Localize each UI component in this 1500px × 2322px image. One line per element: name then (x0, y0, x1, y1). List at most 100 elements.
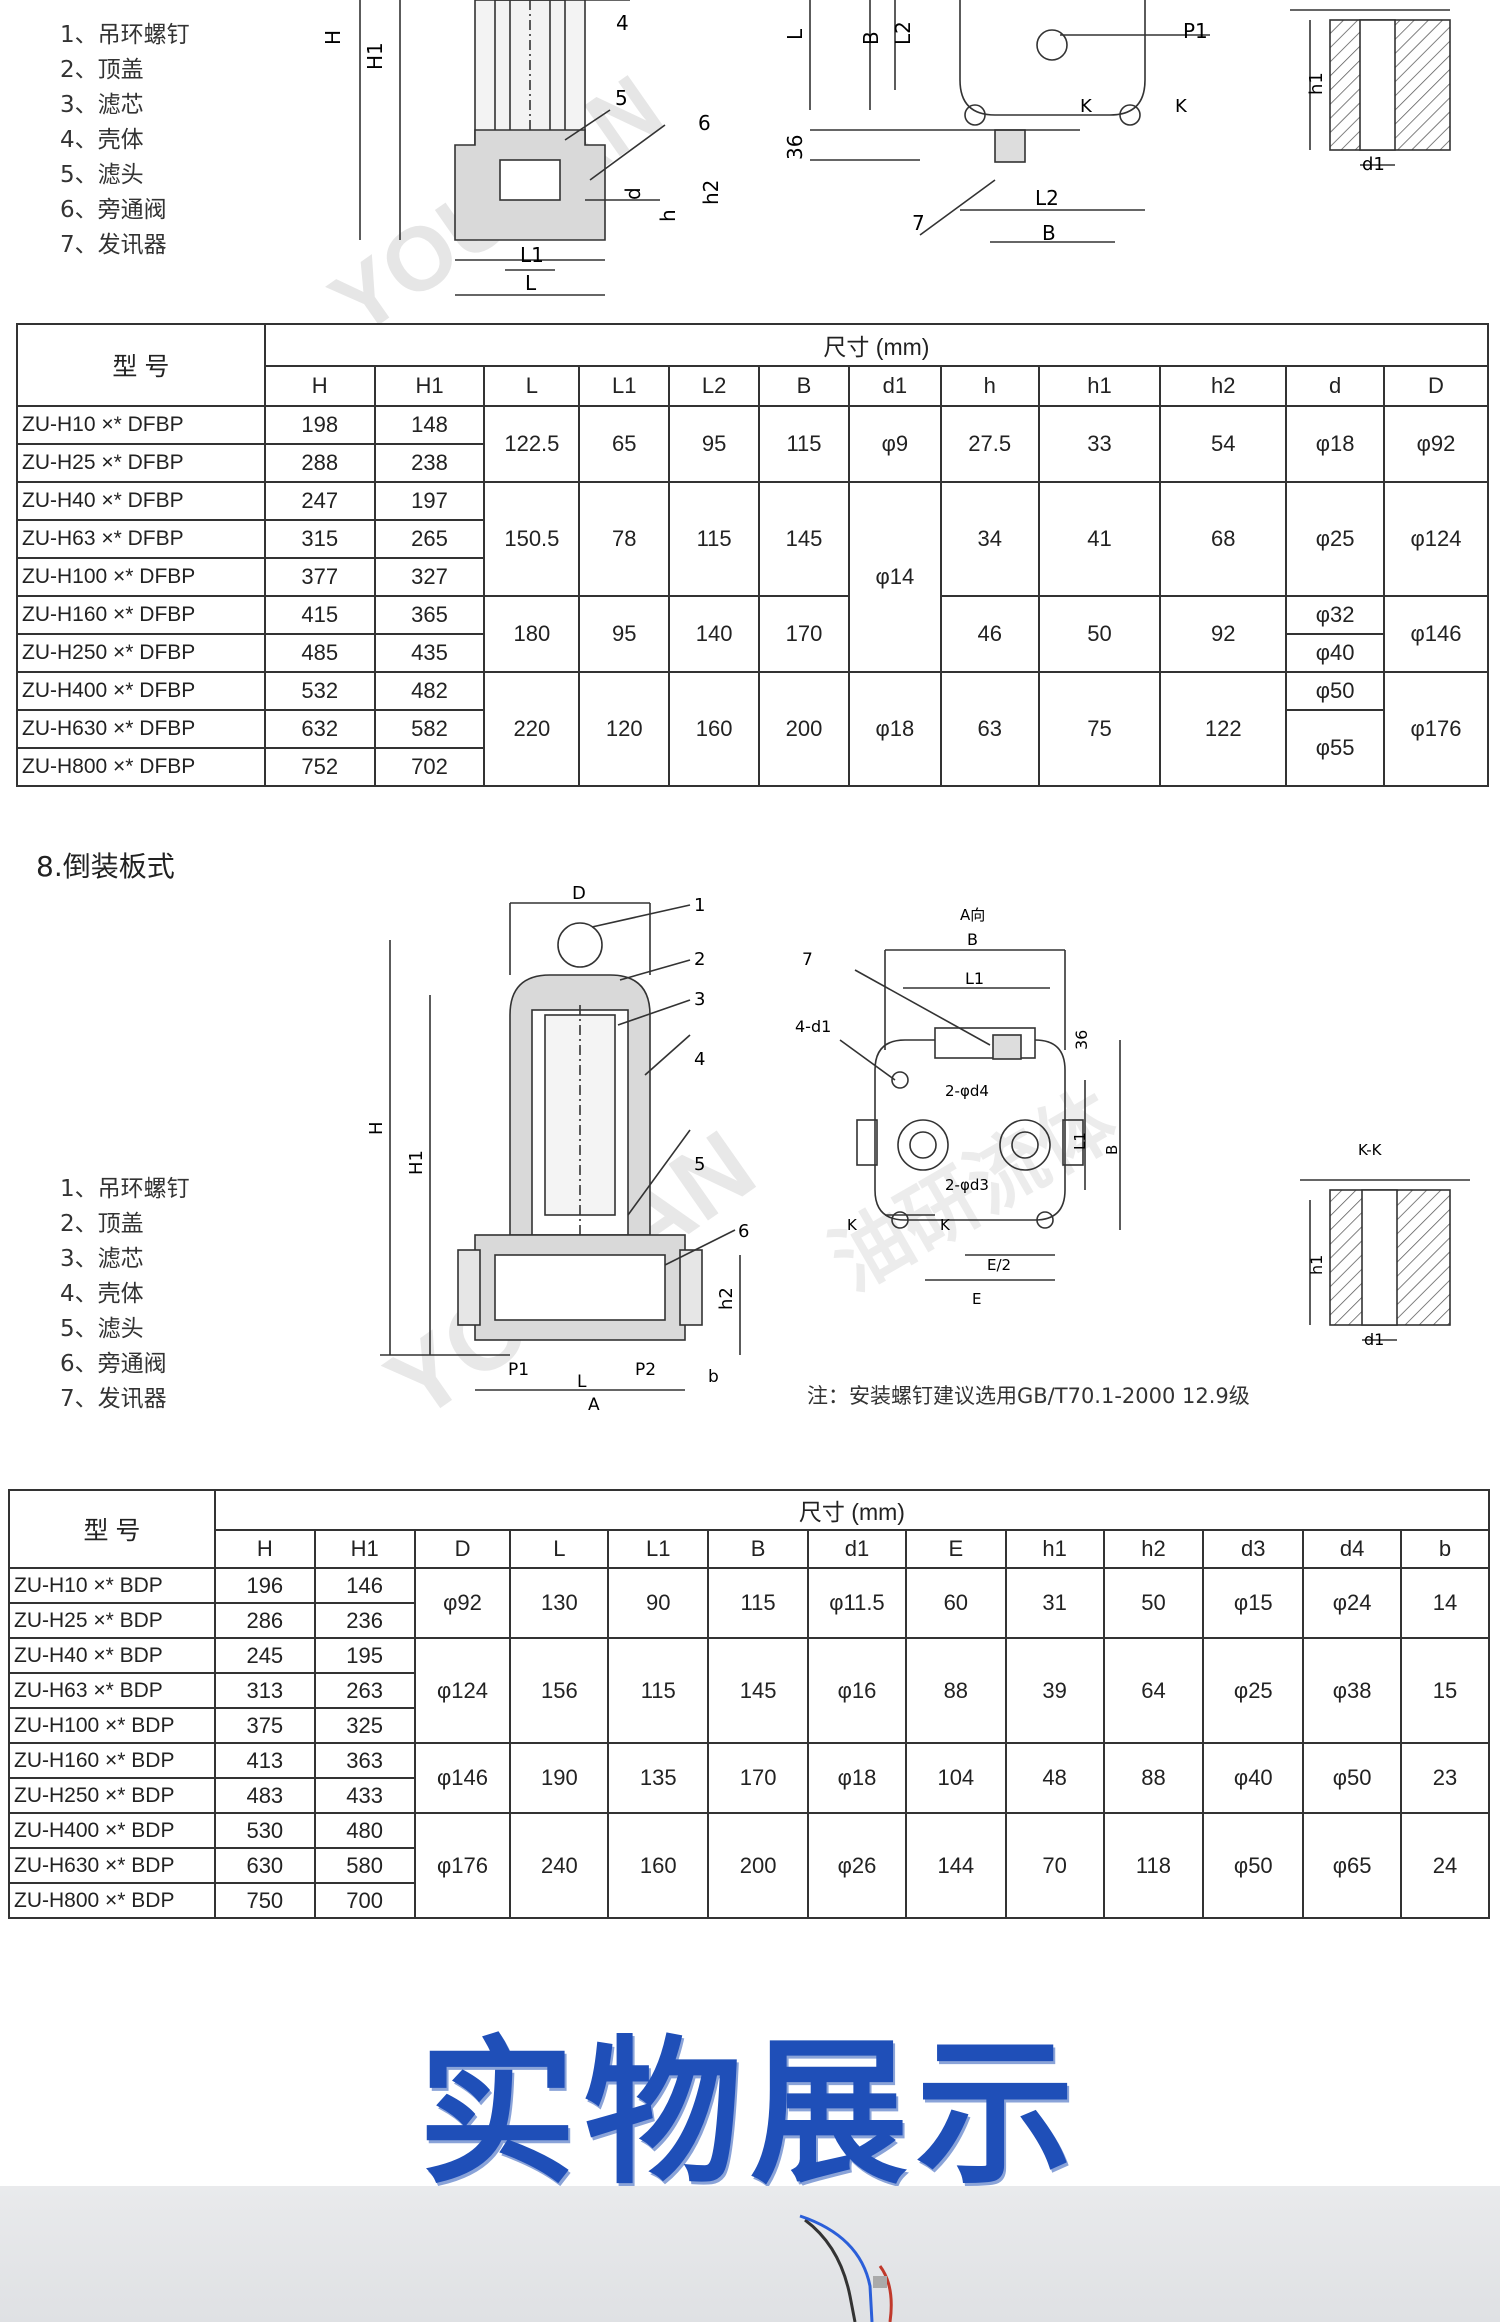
dim-label: H1 (406, 1150, 427, 1175)
column-header: H1 (373, 365, 486, 407)
cell: 144 (904, 1812, 1007, 1919)
cell: 64 (1102, 1637, 1205, 1744)
part-item: 4、壳体 (60, 1281, 144, 1307)
cell: 14 (1400, 1567, 1490, 1639)
cell: φ14 (847, 481, 942, 673)
column-header: d (1285, 365, 1385, 407)
dim-label: 5 (615, 86, 628, 110)
cell: 148 (373, 405, 486, 445)
cell: 265 (373, 519, 486, 559)
table-row: ZU-H25 ×* DFBP 288 238 (16, 443, 1488, 483)
dim-label: h2 (716, 1287, 737, 1310)
cell: 190 (509, 1742, 610, 1814)
cell: 375 (213, 1707, 316, 1744)
cell: 313 (213, 1672, 316, 1709)
cell: φ124 (1383, 481, 1489, 597)
cell: 120 (578, 671, 671, 787)
cell: 532 (263, 671, 376, 711)
cell: 70 (1004, 1812, 1105, 1919)
dim-label: H (366, 1121, 387, 1135)
cell: 325 (313, 1707, 416, 1744)
table-row: ZU-H40 ×* BDP 245 195 φ124 156 115 145 φ… (8, 1637, 1490, 1744)
dim-label: L (577, 1372, 587, 1392)
dim-label: K (847, 1216, 858, 1234)
cell: 95 (668, 405, 761, 483)
dim-label: H (321, 30, 345, 45)
column-header: h1 (1004, 1529, 1105, 1569)
cell: 247 (263, 481, 376, 521)
model-cell: ZU-H400 ×* BDP (8, 1812, 216, 1849)
cell: 413 (213, 1742, 316, 1779)
cell: 200 (707, 1812, 809, 1919)
cell: 245 (213, 1637, 316, 1674)
model-cell: ZU-H63 ×* BDP (8, 1672, 216, 1709)
column-header: h2 (1159, 365, 1288, 407)
cell: φ16 (807, 1637, 907, 1744)
cell: 23 (1400, 1742, 1490, 1814)
model-cell: ZU-H10 ×* DFBP (16, 405, 266, 445)
cell: 50 (1102, 1567, 1205, 1639)
cell: 150.5 (483, 481, 581, 597)
cell: φ55 (1285, 709, 1385, 787)
parts-list-top: 1、吊环螺钉 2、顶盖 3、滤芯 4、壳体 5、滤头 6、旁通阀 7、发讯器 (60, 18, 190, 263)
cell: φ176 (413, 1812, 512, 1919)
cell: 160 (668, 671, 761, 787)
cell: 238 (373, 443, 486, 483)
parts-list-bottom: 1、吊环螺钉 2、顶盖 3、滤芯 4、壳体 5、滤头 6、旁通阀 7、发讯器 (60, 1172, 190, 1417)
dim-label: 3 (694, 989, 705, 1010)
cell: 170 (758, 595, 850, 673)
dim-label: D (572, 883, 586, 904)
dim-label: P1 (508, 1360, 529, 1380)
cell: 200 (758, 671, 850, 787)
dimension-table-bdp: 型 号 尺寸 (mm) H H1 D L L1 B d1 E h1 h2 d3 … (8, 1489, 1491, 1919)
cell: 68 (1159, 481, 1288, 597)
cell: 198 (263, 405, 376, 445)
cell: φ65 (1302, 1812, 1403, 1919)
table-row: ZU-H160 ×* BDP 413 363 φ146 190 135 170 … (8, 1742, 1490, 1814)
column-header: E (904, 1529, 1007, 1569)
cell: 630 (213, 1847, 316, 1884)
part-item: 3、滤芯 (60, 1246, 144, 1272)
dim-label: 4-d1 (795, 1017, 831, 1036)
model-cell: ZU-H160 ×* DFBP (16, 595, 266, 635)
column-header: B (707, 1529, 809, 1569)
product-photo-area (0, 2186, 1500, 2322)
cell: 33 (1037, 405, 1162, 483)
section-label: K-K (1358, 1141, 1383, 1159)
cell: 15 (1400, 1637, 1490, 1744)
dim-label: L (783, 28, 807, 40)
cell: φ92 (413, 1567, 512, 1639)
model-header: 型 号 (16, 323, 266, 407)
dim-label: h1 (1307, 1255, 1326, 1275)
cell: φ15 (1202, 1567, 1305, 1639)
dimension-table-dfbp: 型 号 尺寸 (mm) H H1 L L1 L2 B d1 h h1 h2 d … (16, 323, 1490, 787)
column-header: L1 (578, 365, 671, 407)
cell: 140 (668, 595, 761, 673)
cell: 482 (373, 671, 486, 711)
cell: 752 (263, 747, 376, 787)
table-row: ZU-H400 ×* DFBP 532 482 220 120 160 200 … (16, 671, 1489, 787)
model-header: 型 号 (8, 1489, 216, 1569)
dim-label: 2 (694, 949, 705, 970)
dim-label: 2-φd4 (945, 1082, 989, 1100)
model-cell: ZU-H100 ×* BDP (8, 1707, 216, 1744)
cell: 95 (578, 595, 671, 673)
cell: 115 (668, 481, 761, 597)
cell: 365 (373, 595, 486, 635)
dimension-header: 尺寸 (mm) (263, 323, 1490, 367)
diagram-side-view-1: YOUYAN H H1 4 5 6 d h h2 L1 L (314, 0, 723, 355)
model-cell: ZU-H800 ×* DFBP (16, 747, 266, 787)
cell: 75 (1037, 671, 1162, 787)
cell: 118 (1102, 1812, 1205, 1919)
table-row: ZU-H63 ×* DFBP 315 265 (16, 519, 1488, 559)
cell: 50 (1037, 595, 1162, 673)
cell: 286 (213, 1602, 316, 1639)
cell: 288 (263, 443, 376, 483)
diagram-side-view-2: YOUYAN D 1 2 3 4 H H1 5 6 h2 P1 L P2 b A (366, 883, 774, 1441)
dim-label: L2 (891, 21, 915, 45)
dim-label: E (972, 1290, 981, 1308)
cell: 90 (607, 1567, 710, 1639)
wire-illustration (799, 2214, 893, 2322)
cell: φ40 (1202, 1742, 1305, 1814)
part-item: 5、滤头 (60, 1316, 144, 1342)
